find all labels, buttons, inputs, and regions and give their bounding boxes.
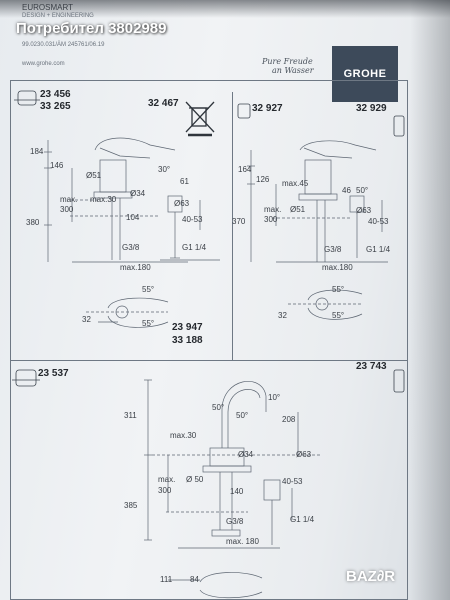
dim-380: 380	[26, 218, 40, 227]
grohe-logo: GROHE	[332, 46, 398, 102]
dim-140: 140	[230, 487, 244, 496]
brand-tagline-line1: Pure Freude	[262, 57, 313, 66]
dim-dia63: Ø63	[174, 199, 190, 208]
dim-dia63: Ø63	[296, 450, 312, 459]
bazar-badge: BAZ∂R	[346, 560, 438, 592]
dim-61: 61	[180, 177, 189, 186]
dim-dia50: Ø 50	[186, 475, 204, 484]
dim-32: 32	[82, 315, 91, 324]
header-doc-number: 99.0230.031/ÄM 245761/06.19	[22, 42, 105, 48]
top-shadow	[0, 0, 450, 18]
dim-g114: G1 1/4	[182, 243, 207, 252]
dim-max-label: max.	[264, 205, 282, 214]
brand-tagline: Pure Freude an Wasser	[262, 57, 314, 76]
dim-111: 111	[160, 575, 173, 584]
dim-104: 104	[126, 213, 140, 222]
dim-164: 164	[238, 165, 252, 174]
dim-g38: G3/8	[122, 243, 140, 252]
dim-55-lower: 55°	[142, 319, 155, 328]
dim-311: 311	[124, 411, 137, 420]
code-32929: 32 929	[356, 103, 387, 114]
code-23537: 23 537	[38, 368, 69, 379]
dim-84: 84	[190, 575, 199, 584]
dim-max30: max.30	[170, 431, 197, 440]
dim-300: 300	[60, 205, 74, 214]
dim-max180: max.180	[120, 263, 151, 272]
dim-dia51: Ø51	[86, 171, 102, 180]
header-title: EUROSMART	[22, 3, 73, 12]
header-website: www.grohe.com	[22, 61, 65, 67]
brand-tagline-line2: an Wasser	[272, 65, 314, 75]
dim-300: 300	[158, 486, 172, 495]
dim-300: 300	[264, 215, 278, 224]
code-33188: 33 188	[172, 335, 203, 346]
dim-184: 184	[30, 147, 44, 156]
code-32927: 32 927	[252, 103, 283, 114]
grohe-logo-text: GROHE	[343, 68, 387, 80]
code-23743: 23 743	[356, 361, 387, 372]
dim-385: 385	[124, 501, 138, 510]
dim-50deg-right: 50°	[236, 411, 249, 420]
bazar-badge-text: BAZ∂R	[346, 567, 396, 585]
dim-55-upper: 55°	[142, 285, 155, 294]
dim-g38: G3/8	[226, 517, 244, 526]
dim-max180: max.180	[322, 263, 353, 272]
dim-40-53: 40-53	[182, 215, 203, 224]
dim-126: 126	[256, 175, 270, 184]
dim-50deg: 50°	[356, 186, 369, 195]
dim-max180: max. 180	[226, 537, 259, 546]
dim-max45: max.45	[282, 179, 309, 188]
dim-40-53: 40-53	[368, 217, 389, 226]
dim-55-upper: 55°	[332, 285, 345, 294]
dim-40-53: 40-53	[282, 477, 303, 486]
dim-50deg-left: 50°	[212, 403, 225, 412]
dim-208: 208	[282, 415, 296, 424]
dim-dia34: Ø34	[130, 189, 146, 198]
dim-max30: max.30	[90, 195, 117, 204]
dim-dia34: Ø34	[238, 450, 254, 459]
dim-46: 46	[342, 186, 351, 195]
code-23456: 23 456	[40, 89, 71, 100]
code-33265: 33 265	[40, 101, 71, 112]
dim-370: 370	[232, 217, 246, 226]
divider-horizontal	[10, 360, 408, 361]
dim-dia63: Ø63	[356, 206, 372, 215]
code-23947: 23 947	[172, 322, 203, 333]
dim-dia51: Ø51	[290, 205, 306, 214]
header-subtitle: DESIGN + ENGINEERING	[22, 13, 94, 19]
dim-g114: G1 1/4	[290, 515, 315, 524]
dim-10deg: 10°	[268, 393, 281, 402]
dim-55-lower: 55°	[332, 311, 345, 320]
dim-146: 146	[50, 161, 64, 170]
dim-g38: G3/8	[324, 245, 342, 254]
dim-max-label: max.	[158, 475, 176, 484]
dim-30deg: 30°	[158, 165, 171, 174]
dim-g114: G1 1/4	[366, 245, 391, 254]
dim-32: 32	[278, 311, 287, 320]
code-32467: 32 467	[148, 98, 179, 109]
user-watermark: Потребител 3802989	[16, 20, 167, 37]
divider-vertical	[232, 92, 233, 360]
dim-max-label: max.	[60, 195, 78, 204]
